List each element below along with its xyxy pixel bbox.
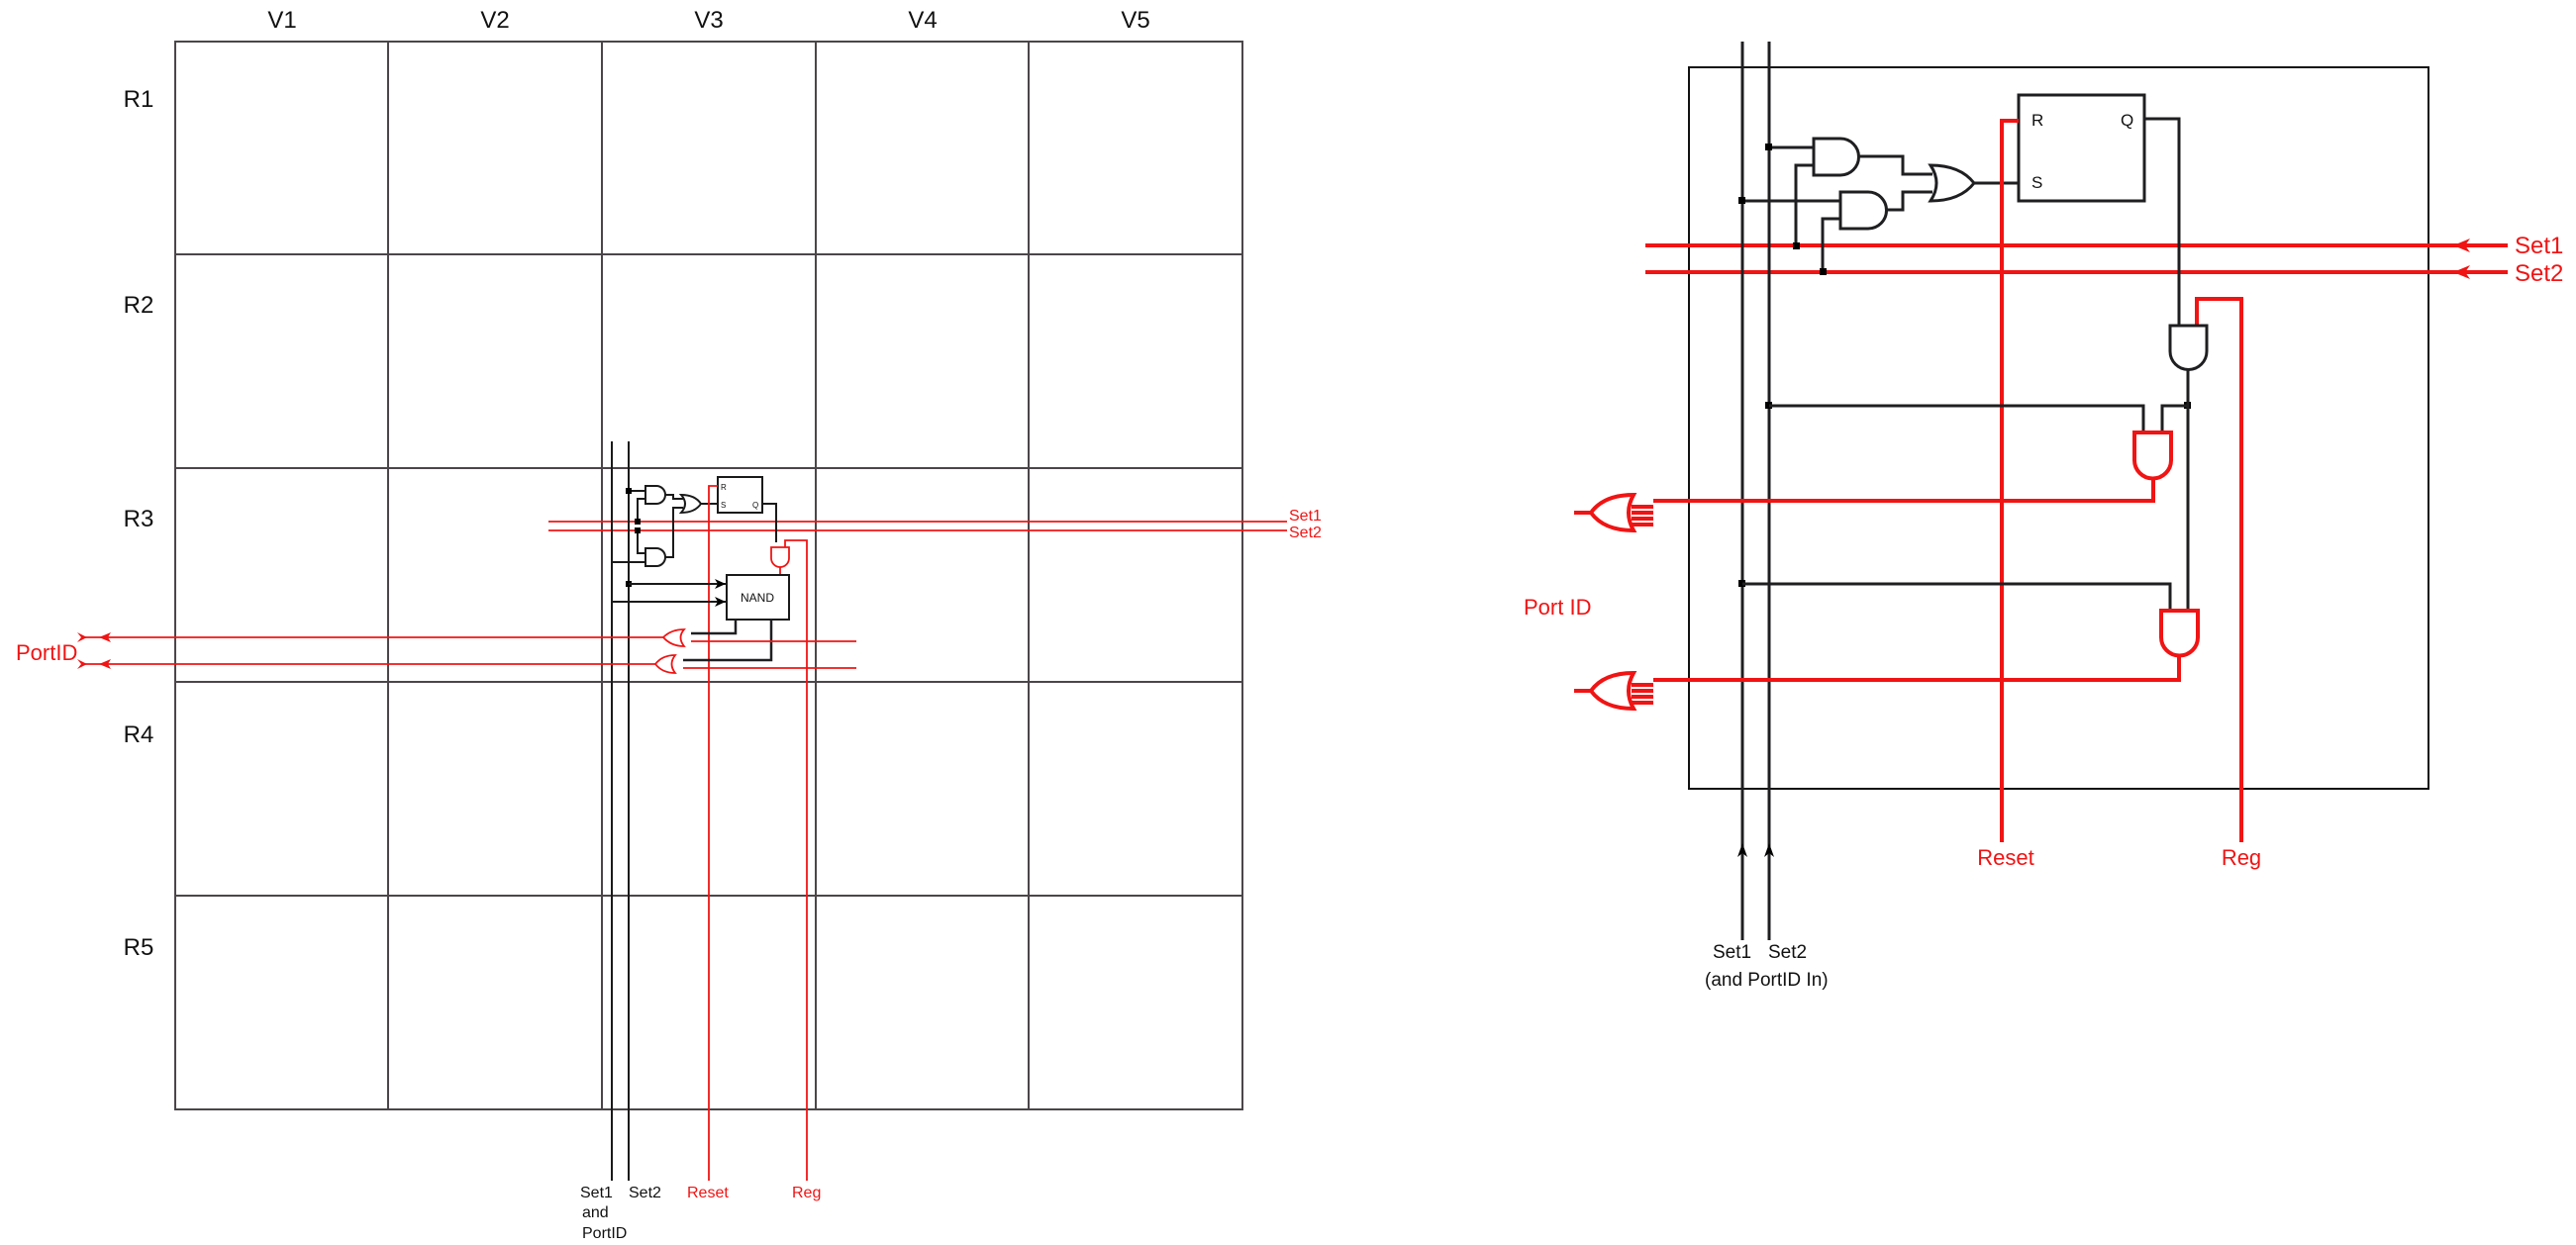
column-label-v1: V1	[267, 7, 296, 34]
set-input-wires: Set1 Set2	[548, 508, 1322, 541]
portid-output-wire	[1653, 478, 2155, 503]
or-input-stubs	[1574, 683, 1653, 705]
flipflop-q-label: Q	[752, 501, 758, 510]
flipflop-s-label: S	[721, 501, 726, 510]
junction-dot	[1738, 580, 1745, 587]
and2-input-wires	[612, 530, 645, 563]
column-labels: V1 V2 V3 V4 V5	[267, 7, 1149, 34]
bottom-label-set1: Set1	[580, 1185, 613, 1201]
and-gate-icon	[2168, 324, 2209, 371]
or-gate-icon	[1588, 670, 1637, 712]
junction-dot	[626, 488, 632, 494]
bottom-labels: Set1 and PortID Set2 Reset Reg	[580, 1185, 821, 1242]
arrow-up-icon	[1737, 843, 1774, 857]
or-gate-icon	[653, 654, 677, 674]
grid-diagram: V1 V2 V3 V4 V5 R1 R2 R3 R4 R5 Set1 Set2	[16, 7, 1322, 1242]
set1-label: Set1	[1289, 508, 1322, 525]
junction-dot	[1793, 242, 1800, 249]
arrow-icon	[715, 579, 726, 607]
q-output-wire	[2144, 117, 2181, 326]
detail-frame	[1688, 66, 2429, 790]
and-gate-icon	[2159, 609, 2200, 658]
arrow-left-icon	[99, 632, 111, 669]
bottom-label-set2: Set2	[629, 1185, 661, 1201]
or-input-wires	[665, 494, 683, 558]
or-input-wires	[1858, 154, 1932, 212]
reset-wire	[708, 485, 718, 1181]
nand-input-wires	[612, 583, 726, 603]
or-gate-icon	[661, 628, 686, 647]
column-label-v4: V4	[908, 7, 937, 34]
junction-dot	[1820, 268, 1827, 275]
flipflop-s-label: S	[2031, 173, 2042, 192]
or-gate-icon	[1588, 492, 1637, 533]
column-label-v2: V2	[480, 7, 509, 34]
bottom-label-and: and	[582, 1204, 609, 1221]
row-label-r4: R4	[124, 721, 154, 748]
bottom-label-reg: Reg	[792, 1185, 821, 1201]
bottom-label-portid: PortID	[582, 1225, 627, 1242]
and1-input-wires	[629, 490, 645, 522]
nand-output-wires	[683, 620, 773, 662]
and-gate-icon	[1838, 190, 1888, 231]
row-label-r3: R3	[124, 506, 154, 532]
flipflop-r-label: R	[2031, 111, 2043, 130]
row-label-r2: R2	[124, 292, 154, 319]
set-logic: R S Q NAND	[77, 476, 856, 1181]
and-gate-icon	[644, 485, 666, 505]
and-input-wires	[1742, 145, 1840, 272]
port-id-label: Port ID	[1524, 595, 1591, 620]
set2-bottom-label: Set2	[1768, 942, 1807, 963]
portid-label: PortID	[16, 640, 77, 665]
bottom-label-reset: Reset	[687, 1185, 729, 1201]
set2-label: Set2	[1289, 525, 1322, 541]
junction-dot	[635, 527, 641, 533]
portid-output-wire	[1653, 655, 2181, 682]
nand-label: NAND	[741, 591, 774, 605]
nand-block	[726, 574, 790, 621]
arrow-left-icon	[2453, 239, 2470, 279]
junction-dot	[1738, 197, 1745, 204]
set-bus-lines	[611, 441, 630, 1181]
and-gate-icon	[1812, 137, 1860, 177]
and-gate-icon	[2132, 431, 2173, 481]
reset-label: Reset	[1977, 845, 2033, 870]
reg-wire	[2195, 297, 2243, 842]
row-labels: R1 R2 R3 R4 R5	[124, 86, 154, 961]
portid-bit-wire	[1742, 582, 2172, 611]
reset-wire	[2000, 119, 2019, 842]
q-output-wire	[762, 503, 777, 542]
and-gate-icon	[644, 547, 666, 567]
flipflop-q-label: Q	[2121, 111, 2133, 130]
or-input-stubs	[1574, 505, 1653, 527]
junction-dot	[1765, 144, 1772, 150]
or-gate-icon	[678, 493, 703, 515]
reg-label: Reg	[2222, 845, 2261, 870]
set2-label: Set2	[2515, 260, 2563, 287]
flipflop-r-label: R	[721, 483, 727, 492]
row-label-r5: R5	[124, 934, 154, 961]
detail-diagram: Set1 Set2 R S Q Reset Reg	[1524, 42, 2563, 991]
junction-dot	[635, 519, 641, 525]
junction-dot	[1765, 402, 1772, 409]
set1-label: Set1	[2515, 233, 2563, 259]
set1-bottom-label: Set1	[1713, 942, 1751, 963]
column-label-v3: V3	[694, 7, 723, 34]
portid-in-note: (and PortID In)	[1705, 970, 1829, 991]
column-label-v5: V5	[1121, 7, 1149, 34]
or-gate-icon	[1928, 163, 1976, 203]
row-label-r1: R1	[124, 86, 154, 113]
sr-flipflop	[717, 476, 763, 514]
and-gate-icon	[770, 546, 790, 568]
portid-bit-wire	[1769, 404, 2188, 432]
sr-flipflop	[2017, 93, 2146, 203]
reg-wire	[784, 539, 808, 1181]
